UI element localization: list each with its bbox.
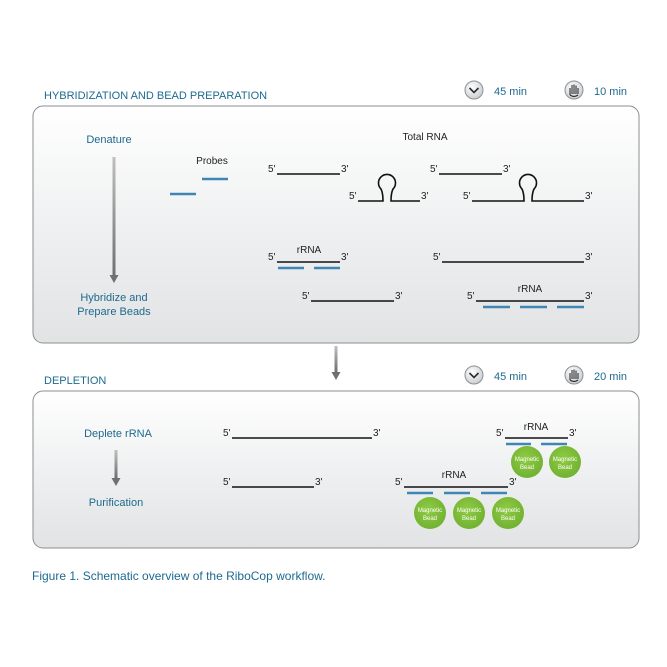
step-purification: Purification [89,497,143,509]
time-label: 45 min [494,371,527,383]
three-prime-label: 3' [341,164,349,175]
bead-label: Bead [423,516,437,522]
bead-label: Bead [501,516,515,522]
rrna-label: rRNA [524,422,549,433]
five-prime-label: 5' [463,191,471,202]
five-prime-label: 5' [433,252,441,263]
bead-label: Magnetic [418,508,442,514]
hybridization-panel [32,105,640,344]
rrna-label: rRNA [297,245,322,256]
three-prime-label: 3' [315,477,323,488]
rna-hairpin-strand [472,173,584,202]
magnetic-bead: Magnetic Bead [453,497,485,529]
three-prime-label: 3' [569,428,577,439]
rrna-label: rRNA [518,284,543,295]
clock-icon [464,80,484,100]
magnetic-bead: Magnetic Bead [414,497,446,529]
three-prime-label: 3' [585,291,593,302]
process-arrow [111,450,121,486]
clock-icon [464,365,484,385]
five-prime-label: 5' [467,291,475,302]
figure-caption: Figure 1. Schematic overview of the Ribo… [32,569,325,583]
step-hybridize: Hybridize and [80,292,147,304]
five-prime-label: 5' [223,428,231,439]
rna-hairpin-strand [358,173,420,202]
magnetic-bead: Magnetic Bead [492,497,524,529]
step-deplete-rrna: Deplete rRNA [84,428,153,440]
three-prime-label: 3' [503,164,511,175]
bead-label: Bead [520,465,534,471]
step-denature: Denature [86,134,131,146]
three-prime-label: 3' [509,477,517,488]
five-prime-label: 5' [349,191,357,202]
five-prime-label: 5' [496,428,504,439]
bead-label: Magnetic [553,457,577,463]
three-prime-label: 3' [585,252,593,263]
three-prime-label: 3' [421,191,429,202]
five-prime-label: 5' [223,477,231,488]
bead-label: Magnetic [457,508,481,514]
five-prime-label: 5' [395,477,403,488]
bead-label: Magnetic [496,508,520,514]
probes-label: Probes [196,156,228,167]
time-label: 10 min [594,86,627,98]
three-prime-label: 3' [373,428,381,439]
step-prepare-beads: Prepare Beads [77,306,151,318]
total-rna-label: Total RNA [402,132,447,143]
three-prime-label: 3' [585,191,593,202]
five-prime-label: 5' [268,164,276,175]
process-arrow [109,157,119,283]
rrna-label: rRNA [442,470,467,481]
bead-label: Bead [462,516,476,522]
bead-label: Magnetic [515,457,539,463]
time-label: 45 min [494,86,527,98]
hand-icon [564,365,584,385]
depletion-panel [32,390,640,549]
five-prime-label: 5' [268,252,276,263]
hand-icon [564,80,584,100]
five-prime-label: 5' [302,291,310,302]
bead-label: Bead [558,465,572,471]
five-prime-label: 5' [430,164,438,175]
transition-arrow [331,346,341,380]
magnetic-bead: Magnetic Bead [511,446,543,478]
section-title-hybridization: HYBRIDIZATION AND BEAD PREPARATION [44,90,267,102]
magnetic-bead: Magnetic Bead [549,446,581,478]
three-prime-label: 3' [395,291,403,302]
section-title-depletion: DEPLETION [44,375,106,387]
time-label: 20 min [594,371,627,383]
three-prime-label: 3' [341,252,349,263]
